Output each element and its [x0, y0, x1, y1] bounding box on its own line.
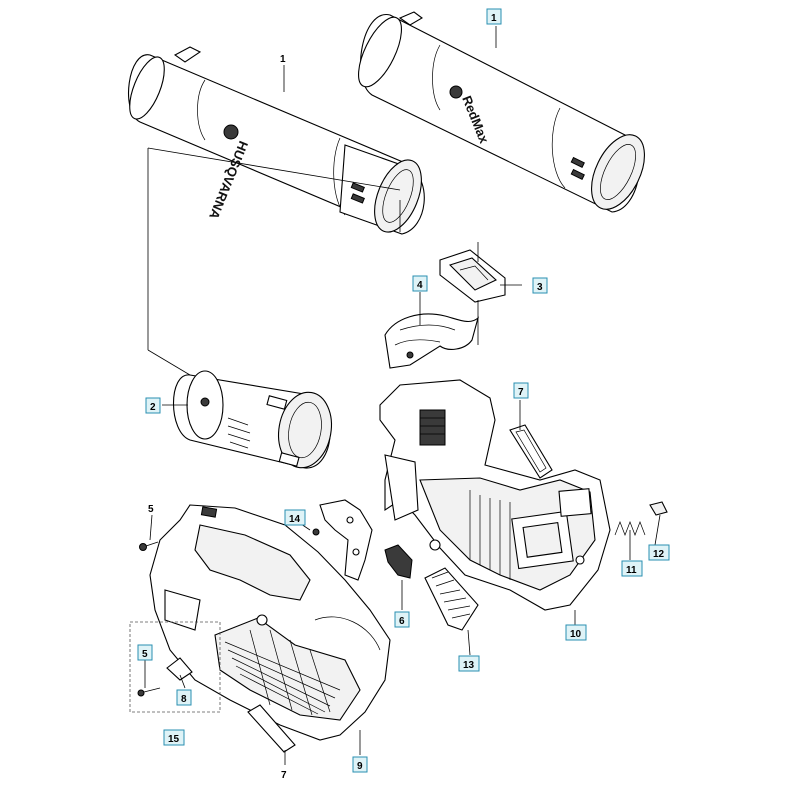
gasket-upper [510, 425, 552, 478]
svg-text:2: 2 [150, 402, 156, 413]
svg-text:12: 12 [653, 549, 665, 560]
callout-13: 13 [458, 655, 480, 672]
callout-4: 4 [412, 275, 428, 292]
blower-tube-husqvarna: HUSQVARNA [123, 47, 431, 239]
callout-3: 3 [532, 277, 548, 294]
svg-text:5: 5 [142, 649, 148, 660]
callout-10: 10 [565, 624, 587, 641]
svg-text:5: 5 [148, 504, 154, 515]
svg-text:11: 11 [626, 565, 637, 576]
svg-text:3: 3 [537, 282, 543, 293]
callout-8: 8 [176, 689, 192, 706]
spring [615, 522, 645, 535]
svg-text:10: 10 [570, 629, 582, 640]
outer-cover [150, 505, 390, 740]
callout-6: 6 [394, 611, 410, 628]
gasket-lower [248, 705, 295, 752]
intake-frame [440, 250, 505, 302]
svg-text:4: 4 [417, 280, 423, 291]
callout-15: 15 [163, 729, 185, 746]
callout-7-boxed: 7 [513, 382, 529, 399]
svg-text:13: 13 [463, 660, 475, 671]
svg-text:8: 8 [181, 694, 187, 705]
trigger [385, 545, 412, 578]
spring-cap [650, 502, 667, 515]
screw-upper [140, 542, 159, 551]
engine-housing [380, 380, 610, 610]
screw-bracket [313, 529, 319, 535]
leader-lines [129, 26, 661, 765]
svg-text:7: 7 [281, 770, 287, 781]
callout-2: 2 [145, 397, 161, 414]
callout-11: 11 [621, 560, 643, 577]
callout-1-boxed: 1 [486, 8, 502, 25]
svg-text:15: 15 [168, 734, 180, 745]
intake-grille [425, 568, 478, 630]
blower-tube-redmax: RedMax [350, 11, 655, 217]
latch-cover [167, 658, 192, 680]
callout-1-plain: 1 [280, 54, 286, 65]
callout-7-plain: 7 [281, 770, 287, 781]
svg-text:9: 9 [357, 761, 363, 772]
callout-5-boxed: 5 [137, 644, 153, 661]
svg-text:6: 6 [399, 616, 405, 627]
bracket [320, 500, 372, 580]
svg-text:7: 7 [518, 387, 524, 398]
svg-text:1: 1 [280, 54, 286, 65]
svg-text:1: 1 [491, 13, 497, 24]
top-cover-plate [385, 314, 478, 368]
screw-lower [138, 688, 160, 696]
callout-5-plain: 5 [148, 504, 154, 515]
callout-9: 9 [352, 756, 368, 773]
callout-14: 14 [284, 509, 306, 526]
svg-text:14: 14 [289, 514, 301, 525]
callout-12: 12 [648, 544, 670, 561]
tube-connector [174, 371, 338, 472]
